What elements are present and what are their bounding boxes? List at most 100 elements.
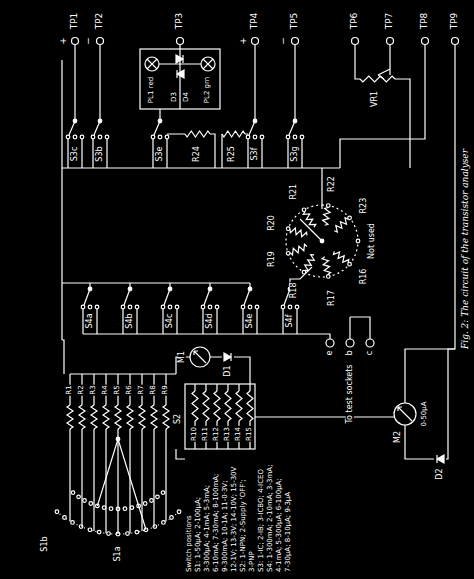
resistor-symbol — [290, 228, 307, 237]
switch-contact — [260, 135, 264, 139]
part-label: TP7 — [385, 12, 394, 31]
switch-positions-note: S3: 1-IC; 2-IB; 3-ICBO; 4-ICEO — [258, 468, 265, 573]
part-label: R1 — [66, 384, 73, 395]
resistor-symbol — [360, 76, 395, 82]
switch-positions-note: 6-10mA; 7-30mA; 8-100mA; — [213, 473, 220, 573]
meter-symbol — [190, 347, 210, 367]
part-label: R2 — [78, 384, 85, 395]
switch-wiper — [68, 121, 82, 168]
switch-contact — [107, 532, 111, 536]
switch-contact — [165, 135, 169, 139]
wire — [93, 374, 94, 531]
test-point — [97, 38, 104, 45]
part-label: TP2 — [95, 12, 104, 31]
part-label: R7 — [138, 384, 145, 395]
part-label: b — [346, 349, 354, 356]
lamp-symbol — [145, 57, 159, 71]
part-label: TP4 — [250, 12, 259, 31]
part-label: R17 — [328, 289, 336, 307]
switch-positions-note: 4-1mA; 5-300μA; 6-100μA; — [276, 477, 283, 573]
switch-contact — [98, 135, 102, 139]
part-label: − — [279, 36, 288, 46]
resistor-symbol — [303, 212, 316, 228]
resistor-symbol — [79, 405, 85, 429]
part-label: TP3 — [175, 12, 184, 31]
switch-contact — [215, 305, 219, 309]
switch-positions-note: S1: 1-50μA; 2-100μA; — [195, 496, 202, 573]
switch-contact — [73, 119, 77, 123]
switch-wiper — [288, 121, 302, 168]
switch-wiper — [83, 289, 97, 334]
switch-contact — [158, 119, 162, 123]
resistor-symbol — [67, 405, 73, 429]
switch-positions-note: S4: 1-300mA; 2-10mA; 3-3mA; — [267, 464, 274, 574]
switch-contact — [121, 305, 125, 309]
resistor-symbol — [247, 391, 253, 421]
switch-positions-note: Switch positions — [186, 514, 193, 573]
switch-wiper — [93, 121, 107, 168]
lamp-symbol — [201, 57, 215, 71]
switch-contact — [326, 275, 330, 279]
part-label: R21 — [289, 183, 297, 201]
switch-contact — [55, 510, 59, 514]
switch-contact — [175, 305, 179, 309]
potentiometer-wiper — [378, 69, 390, 79]
part-label: TP8 — [420, 12, 429, 31]
test-point — [352, 38, 359, 45]
part-label: M1 — [178, 350, 186, 364]
resistor-symbol — [322, 257, 331, 275]
wires — [62, 45, 455, 459]
part-label: R9 — [162, 384, 169, 395]
switch-contact — [158, 135, 162, 139]
part-label: R15 — [246, 426, 253, 442]
part-label: e — [326, 350, 334, 357]
part-label: M2 — [394, 430, 402, 444]
switch-contact — [66, 135, 70, 139]
switch-contact — [286, 135, 290, 139]
lamp-wire — [159, 49, 201, 109]
resistor-symbol — [225, 391, 231, 421]
switch-contact — [130, 506, 134, 510]
wire — [69, 374, 70, 521]
switch-contact — [293, 135, 297, 139]
switch-contact — [97, 530, 101, 534]
switch-contact — [300, 135, 304, 139]
part-label: D3 — [171, 91, 178, 103]
frame-wire — [62, 60, 340, 340]
part-label: R4 — [102, 384, 109, 395]
switch-contact — [128, 305, 132, 309]
part-label: + — [59, 36, 68, 46]
resistor-symbol — [334, 251, 349, 263]
switch-contact — [77, 495, 81, 499]
switch-contact — [161, 491, 165, 495]
resistor-box — [185, 384, 255, 449]
switch-contact — [126, 532, 130, 536]
switch-contact — [80, 135, 84, 139]
rotary-switch — [286, 205, 358, 277]
lamp-box — [140, 49, 220, 109]
switch-contact — [83, 499, 87, 503]
part-label: R8 — [150, 384, 157, 395]
wire — [169, 283, 170, 289]
part-label: R25 — [228, 145, 236, 163]
switch-wiper — [248, 121, 262, 168]
switch-contact — [248, 305, 252, 309]
switch-contact — [356, 239, 360, 243]
part-label: PL1 red — [148, 76, 155, 104]
part-label: R5 — [114, 384, 121, 395]
part-label: TP1 — [70, 12, 79, 31]
switch-contact — [150, 499, 154, 503]
wire — [249, 283, 250, 289]
part-label: S3e — [156, 145, 164, 162]
switch-contact — [63, 516, 67, 520]
switch-contact — [135, 305, 139, 309]
switch-wiper — [97, 439, 146, 530]
switch-contact — [88, 528, 92, 532]
part-label: R16 — [360, 268, 368, 286]
part-label: D1 — [224, 364, 232, 377]
switch-positions-note: S2: 1-NPN; 2-Supply 'OFF'; — [240, 478, 247, 573]
resistor-symbol — [192, 391, 198, 421]
wire — [209, 283, 210, 289]
part-label: VR1 — [371, 90, 379, 108]
part-label: R20 — [268, 214, 276, 232]
